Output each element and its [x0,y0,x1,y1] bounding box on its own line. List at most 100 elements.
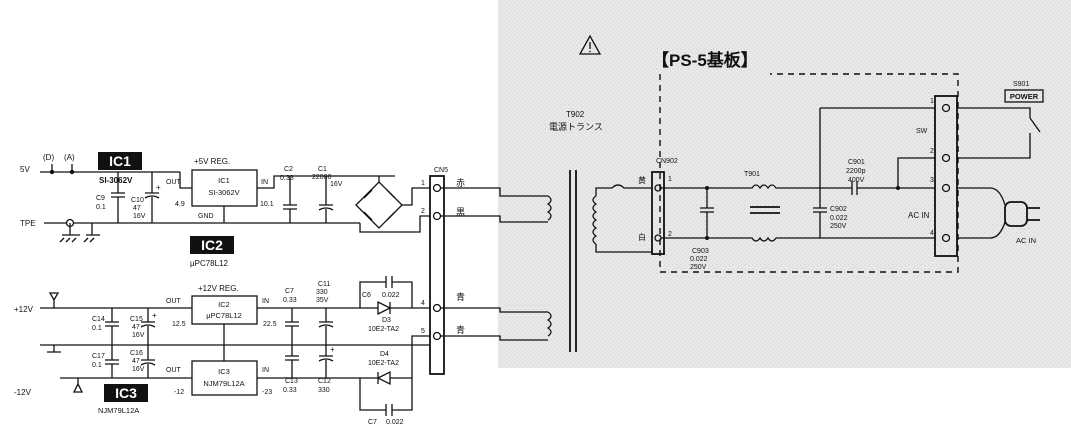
ic2-part: μPC78L12 [190,259,229,268]
c13-value: 0.33 [283,387,297,394]
v-m23: -23 [262,389,272,396]
cn5-wires-lower [441,307,548,341]
ground-symbol [83,223,100,243]
switch-lever [1029,117,1041,133]
cn5-pin1-num: 1 [421,180,425,187]
cn902-body [651,171,665,255]
c11-value: 330 [316,289,328,296]
ic3-part: NJM79L12A [98,406,139,415]
c12-ref: C12 [318,378,331,385]
board-outline [659,73,959,273]
c14-value: 0.1 [92,325,102,332]
cap-c2 [283,176,297,223]
c15-ref: C15 [130,316,143,323]
acin-pin-2 [941,153,951,163]
wire-color-yellow: 黄 [638,175,646,185]
v-12-5: 12.5 [172,321,186,328]
c6-ref: C6 [362,292,371,299]
c6-value: 0.022 [382,292,400,299]
c15-plus: + [152,311,157,320]
acin-pin3-num: 3 [930,177,934,184]
ic3-wiring [182,345,360,379]
c11-rating: 35V [316,297,329,304]
c16-rating: 16V [132,366,145,373]
acin-pin1-num: 1 [930,98,934,105]
ic3-box-line2: NJM79L12A [203,379,244,388]
t902-desc: 電源トランス [549,122,603,132]
transformer-t902: T902 電源トランス 黄 白 [546,110,652,352]
ic1-in-pin: IN [261,179,268,186]
c17-value: 0.1 [92,362,102,369]
bridge-diodes [363,189,396,221]
bridge-rectifier [355,181,403,229]
section-5v: 5V (D) (A) TPE C9 0.1 + C10 47 16V IC1 S… [20,152,430,268]
cap-c11 [318,308,334,345]
c7-ref: C7 [285,288,294,295]
ic2-reg-label: +12V REG. [198,284,239,293]
board-title: 【PS-5基板】 [652,50,758,70]
ic1-out-pin: OUT [166,179,182,186]
rail-d-label: (D) [43,153,54,162]
c7-value: 0.33 [283,297,297,304]
ic2-badge-text: IC2 [201,237,223,253]
cn902-wires [661,187,740,239]
switch-wiring [957,107,1031,159]
cap-c6 [359,276,413,308]
cap-c1 [318,176,334,223]
c16-value: 47 [132,358,140,365]
cap-c9 [111,172,125,223]
c12-plus: + [330,345,335,354]
rail-p12-label: +12V [14,305,34,314]
p12-terminal [48,292,60,308]
c10-plus: + [156,183,161,192]
ground-symbol [59,223,80,243]
t902-primary [592,195,598,245]
cap-c15 [140,308,156,345]
c7b-value: 0.022 [386,419,404,426]
cap-c903 [700,188,714,238]
cap-c901 [820,181,935,195]
wire-sw-2 [897,157,935,188]
ic2-box-line2: μPC78L12 [206,311,242,320]
ic3-box-line1: IC3 [218,367,230,376]
v-10-1: 10.1 [260,201,274,208]
ic2-badge [190,236,234,254]
diode-d4 [360,335,430,386]
t901-winding-1 [740,184,820,190]
c903-rating: 250V [690,264,707,271]
c17-ref: C17 [92,353,105,360]
ground-symbol [47,345,61,353]
ic3-out-pin: OUT [166,367,182,374]
c901-rating: 400V [848,177,865,184]
acin-cord [957,187,1006,239]
v-m12: -12 [174,389,184,396]
c901-ref: C901 [848,159,865,166]
rail-a-label: (A) [64,153,75,162]
wire-color-blue-1: 青 [456,291,465,302]
ic3-badge [104,384,148,402]
cn5-pin2-num: 2 [421,208,425,215]
diode-d3 [360,300,430,316]
cap-c12 [318,345,334,378]
t902-secondary-2 [546,311,552,337]
rail-tpe-label: TPE [20,219,36,228]
c9-ref: C9 [96,195,105,202]
ic3-badge-text: IC3 [115,385,137,401]
cn5-pin4-num: 4 [421,300,425,307]
c12-value: 330 [318,387,330,394]
ac-plug [1004,201,1028,227]
c902-rating: 250V [830,223,847,230]
sw-label: SW [916,128,928,135]
v-22-5: 22.5 [263,321,277,328]
warning-icon [578,34,602,55]
ic1-gnd-pin: GND [198,213,214,220]
cn5-label: CN5 [434,167,448,174]
ac-plug-prongs [1027,207,1040,221]
v-4-9: 4.9 [175,201,185,208]
cap-c14 [105,308,119,345]
c10-value: 47 [133,205,141,212]
ps5-board-shading [498,0,1071,368]
c1-value: 22000 [312,174,332,181]
t901-winding-2 [740,236,820,242]
ps5-board: 【PS-5基板】 CN902 1 2 C903 0.022 250V T901 … [578,34,1044,273]
